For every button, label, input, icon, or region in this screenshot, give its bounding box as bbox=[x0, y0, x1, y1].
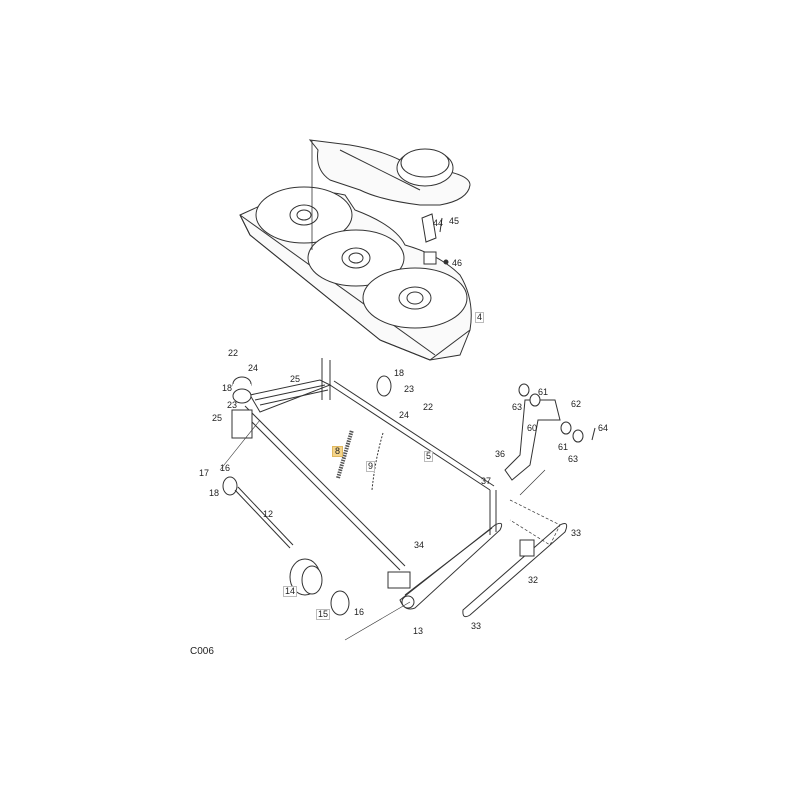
part-label-18: 18 bbox=[394, 368, 405, 378]
part-label-61: 61 bbox=[538, 387, 549, 397]
part-label-24: 24 bbox=[248, 363, 259, 373]
part-label-33: 33 bbox=[571, 528, 582, 538]
part-label-4: 4 bbox=[475, 312, 485, 323]
part-label-37: 37 bbox=[481, 476, 492, 486]
part-label-63: 63 bbox=[512, 402, 523, 412]
part-label-32: 32 bbox=[528, 575, 539, 585]
part-label-25: 25 bbox=[290, 374, 301, 384]
mower-deck bbox=[239, 140, 472, 361]
front-frame bbox=[231, 358, 503, 610]
part-label-18: 18 bbox=[209, 488, 220, 498]
part-label-22: 22 bbox=[423, 402, 434, 412]
part-label-8[interactable]: 8 bbox=[332, 446, 344, 457]
part-label-16: 16 bbox=[220, 463, 231, 473]
part-label-44: 44 bbox=[433, 218, 444, 228]
part-label-46: 46 bbox=[452, 258, 463, 268]
part-label-9: 9 bbox=[366, 461, 376, 472]
part-label-34: 34 bbox=[414, 540, 425, 550]
deck-cover bbox=[308, 139, 471, 206]
leader-lines bbox=[219, 419, 546, 641]
part-label-33: 33 bbox=[471, 621, 482, 631]
part-label-16: 16 bbox=[354, 607, 365, 617]
part-label-64: 64 bbox=[598, 423, 609, 433]
part-label-45: 45 bbox=[449, 216, 460, 226]
part-label-22: 22 bbox=[228, 348, 239, 358]
part-label-24: 24 bbox=[399, 410, 410, 420]
lift-arm bbox=[504, 383, 596, 481]
part-label-23: 23 bbox=[404, 384, 415, 394]
part-label-61: 61 bbox=[558, 442, 569, 452]
part-label-62: 62 bbox=[571, 399, 582, 409]
part-label-17: 17 bbox=[199, 468, 210, 478]
part-label-63: 63 bbox=[568, 454, 579, 464]
rollers bbox=[222, 375, 392, 616]
part-label-23: 23 bbox=[227, 400, 238, 410]
part-label-13: 13 bbox=[413, 626, 424, 636]
diagram-code: C006 bbox=[190, 646, 214, 657]
part-label-18: 18 bbox=[222, 383, 233, 393]
spring-and-chain bbox=[336, 429, 384, 491]
part-label-60: 60 bbox=[527, 423, 538, 433]
part-label-25: 25 bbox=[212, 413, 223, 423]
part-label-15: 15 bbox=[316, 609, 331, 620]
deck-bracket bbox=[422, 214, 449, 265]
lower-arm bbox=[462, 499, 568, 618]
part-label-5: 5 bbox=[424, 451, 434, 462]
part-label-36: 36 bbox=[495, 449, 506, 459]
part-label-12: 12 bbox=[263, 509, 274, 519]
part-label-14: 14 bbox=[283, 586, 298, 597]
